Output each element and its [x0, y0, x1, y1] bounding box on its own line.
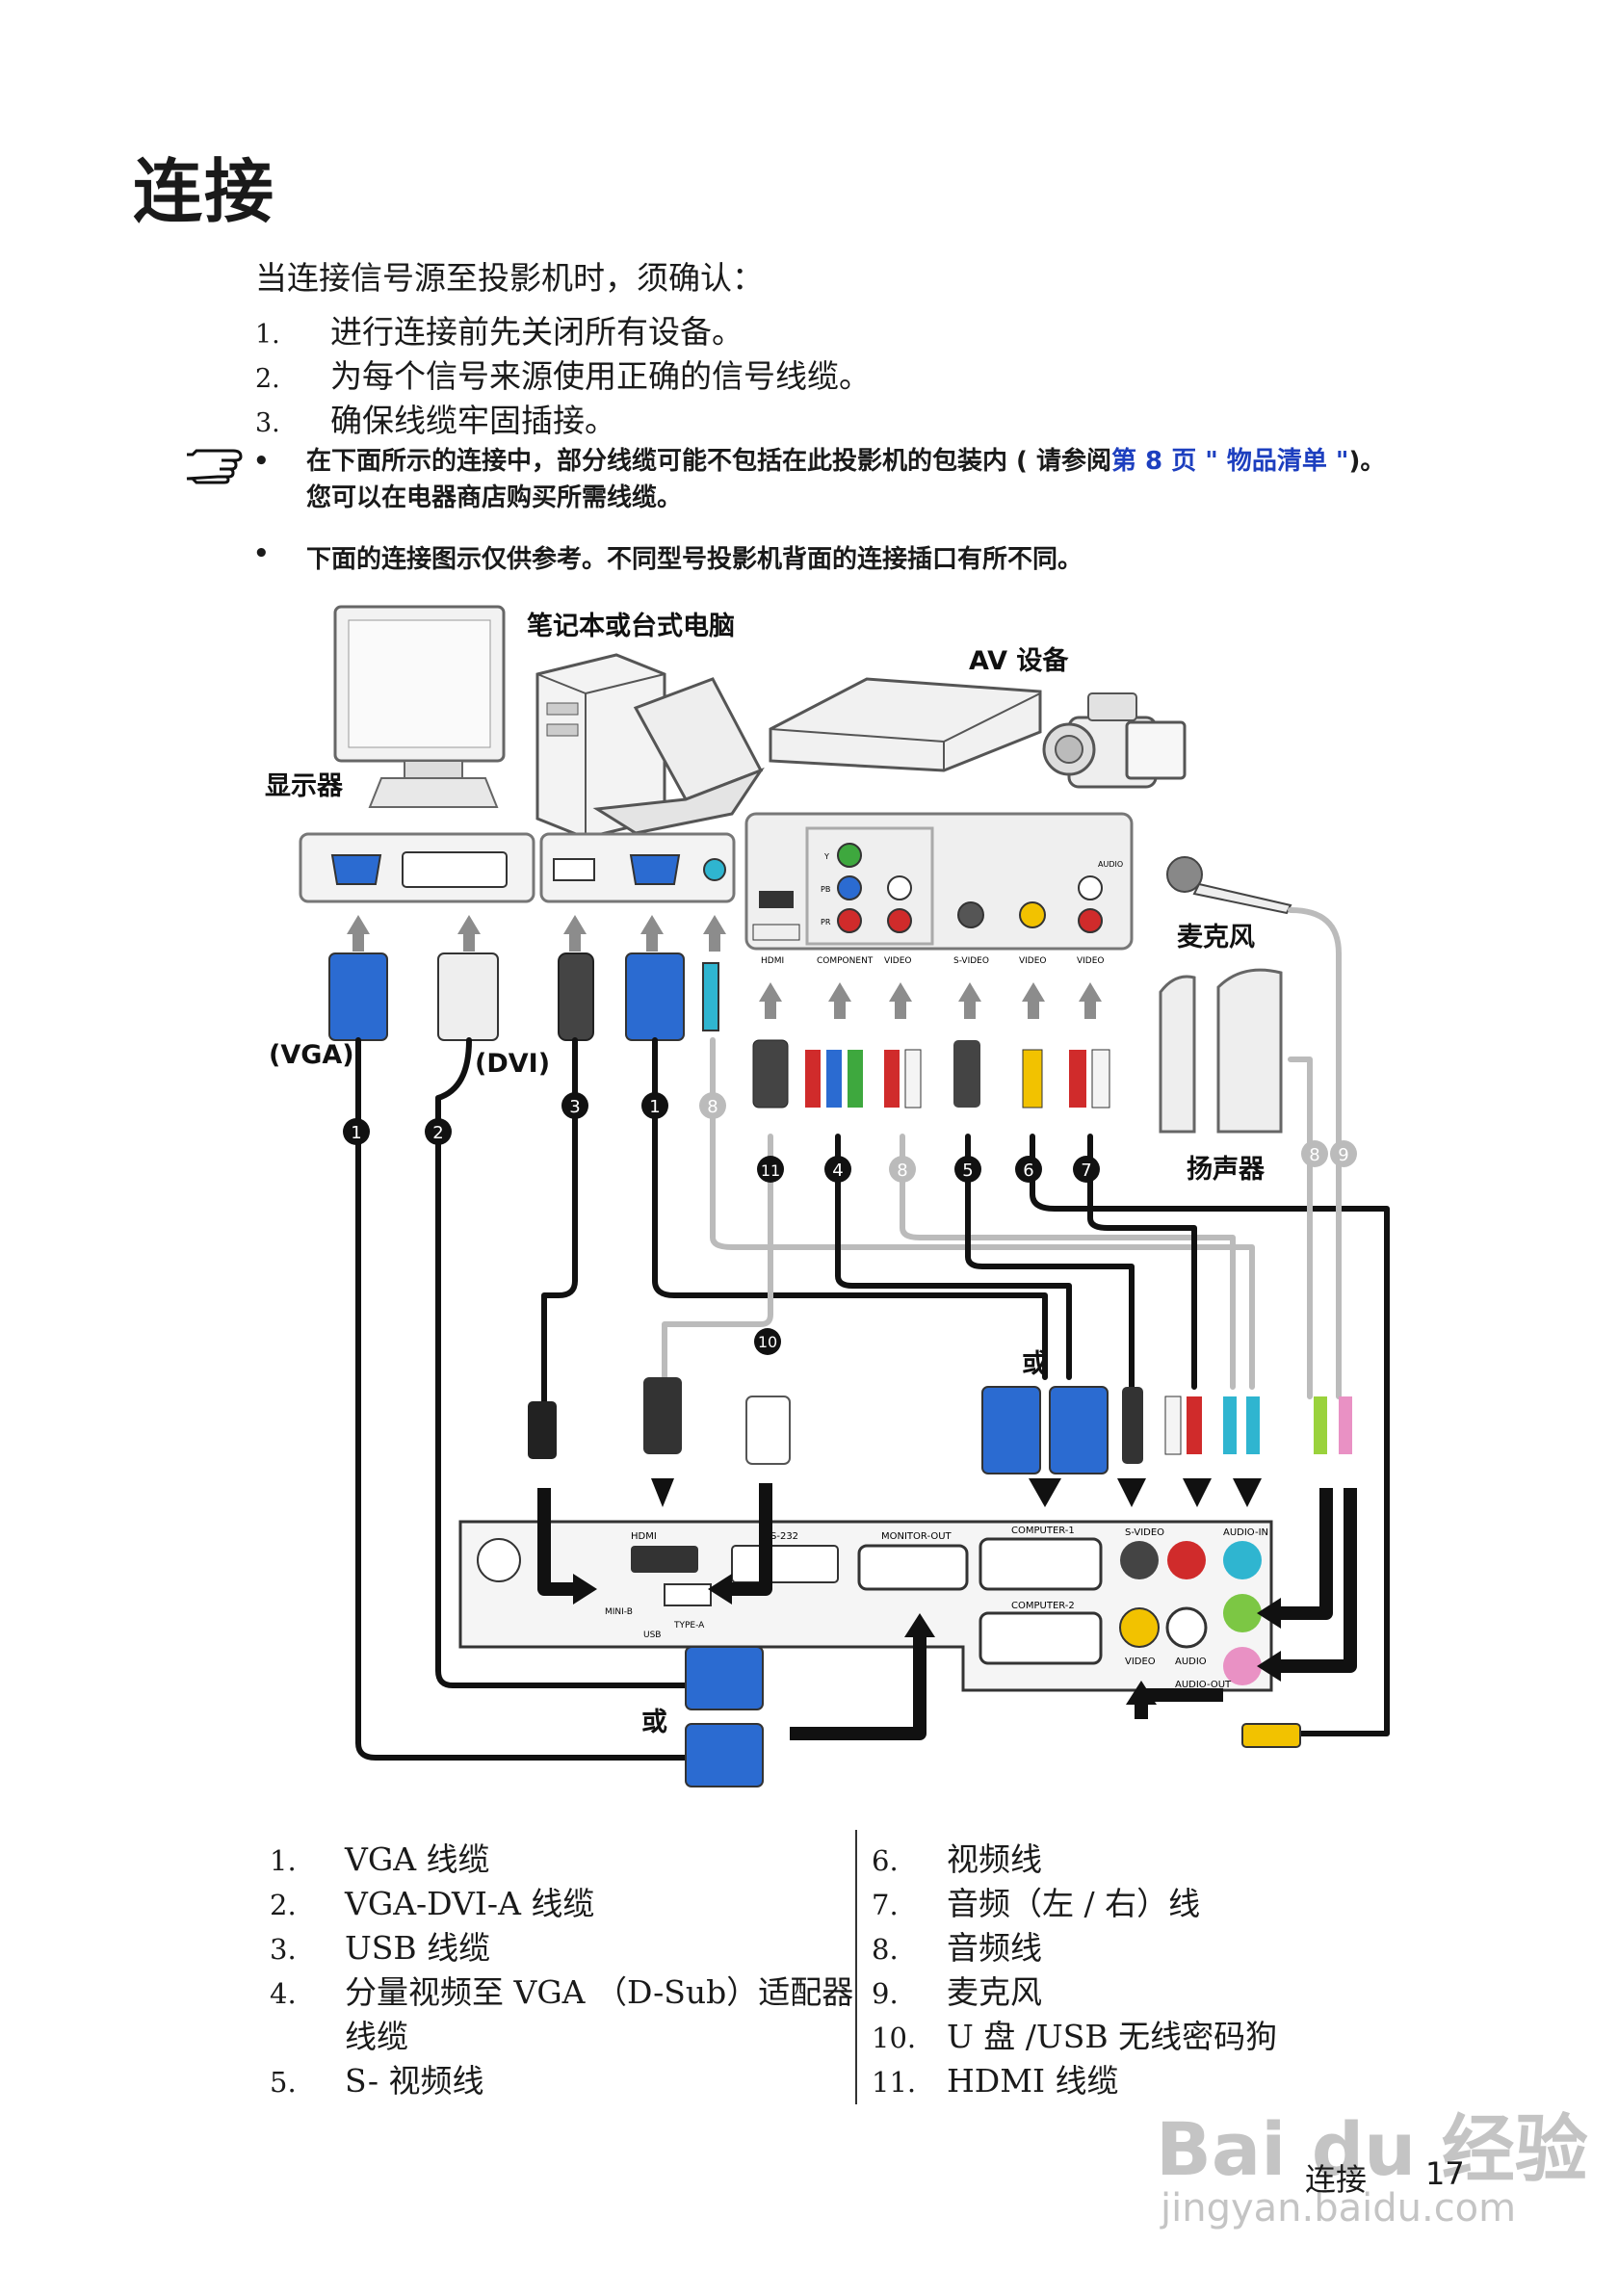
- svg-text:S-VIDEO: S-VIDEO: [1125, 1527, 1164, 1538]
- svg-text:COMPUTER-1: COMPUTER-1: [1011, 1526, 1075, 1536]
- svg-text:2: 2: [432, 1123, 443, 1143]
- cable-connectors: [328, 952, 1110, 1109]
- av-port-panel: HDMI COMPONENT VIDEO S-VIDEO VIDEO VIDEO…: [744, 812, 1134, 966]
- svg-text:AUDIO-OUT: AUDIO-OUT: [1175, 1680, 1232, 1690]
- projector-back-panel: HDMI S-232 MONITOR-OUT COMPUTER-1 COMPUT…: [458, 1520, 1273, 1692]
- legend-item: 4.分量视频至 VGA （D-Sub）适配器: [270, 1973, 854, 2011]
- legend-item: 10.U 盘 /USB 无线密码狗: [872, 2018, 1278, 2055]
- desktop-computer-icon: [535, 653, 666, 840]
- vga-label: (VGA): [269, 1040, 354, 1070]
- svg-text:HDMI: HDMI: [761, 956, 784, 966]
- svg-text:1: 1: [351, 1123, 361, 1143]
- note-text: 在下面所示的连接中，部分线缆可能不包括在此投影机的包装内 ( 请参阅第 8 页 …: [306, 447, 1386, 512]
- svg-text:COMPONENT: COMPONENT: [817, 956, 874, 966]
- legend-item: 8.音频线: [872, 1929, 1042, 1967]
- bottom-vga-connectors: [685, 1646, 1301, 1787]
- watermark-logo: Bai du 经验: [1156, 2106, 1588, 2192]
- svg-text:VIDEO: VIDEO: [1019, 956, 1047, 966]
- insertion-arrows: [537, 1483, 1357, 1740]
- product-list-link[interactable]: 第 8 页 " 物品清单 ": [1111, 447, 1349, 476]
- svg-text:9: 9: [1338, 1145, 1348, 1165]
- legend-item: 3.USB 线缆: [270, 1929, 491, 1967]
- svg-text:MINI-B: MINI-B: [605, 1607, 633, 1617]
- svg-text:8: 8: [707, 1097, 718, 1117]
- svg-text:S-VIDEO: S-VIDEO: [953, 956, 989, 966]
- projector-side-connectors: [528, 1377, 1352, 1474]
- svg-text:PB: PB: [821, 885, 830, 894]
- legend-item: 9.麦克风: [872, 1973, 1042, 2011]
- svg-text:Y: Y: [823, 852, 829, 861]
- legend-item: 11.HDMI 线缆: [872, 2062, 1119, 2100]
- page-number: 17: [1425, 2155, 1465, 2192]
- monitor-label: 显示器: [265, 771, 343, 801]
- page-title: 连接: [133, 151, 276, 232]
- svg-text:VIDEO: VIDEO: [884, 956, 912, 966]
- svg-text:TYPE-A: TYPE-A: [673, 1621, 705, 1631]
- svg-text:11: 11: [761, 1161, 780, 1180]
- svg-text:4: 4: [832, 1161, 843, 1181]
- speaker-icon: [1159, 968, 1283, 1134]
- camcorder-icon: [1042, 692, 1187, 789]
- requirement-item: 2.为每个信号来源使用正确的信号线缆。: [255, 357, 871, 395]
- legend-item: 2.VGA-DVI-A 线缆: [270, 1885, 595, 1922]
- legend-item: 7.音频（左 / 右）线: [872, 1885, 1201, 1922]
- av-device-label: AV 设备: [969, 646, 1069, 676]
- svg-text:8: 8: [1309, 1145, 1319, 1165]
- speaker-label: 扬声器: [1187, 1155, 1265, 1185]
- pc-port-panel: [299, 832, 736, 903]
- monitor-icon: [333, 605, 506, 808]
- or-label: 或: [1022, 1349, 1048, 1379]
- svg-text:3: 3: [569, 1097, 580, 1117]
- dvi-label: (DVI): [475, 1049, 551, 1079]
- svg-text:PR: PR: [821, 918, 831, 926]
- or-label: 或: [641, 1708, 667, 1737]
- svg-text:AUDIO: AUDIO: [1175, 1657, 1207, 1667]
- connection-arrows: [347, 915, 1102, 1019]
- note-bullet: •: [253, 447, 270, 476]
- svg-text:HDMI: HDMI: [631, 1531, 657, 1542]
- svg-text:8: 8: [897, 1161, 907, 1181]
- legend-item: 5.S- 视频线: [270, 2062, 484, 2100]
- svg-text:USB: USB: [643, 1631, 661, 1640]
- svg-text:1: 1: [649, 1097, 660, 1117]
- requirement-item: 3.确保线缆牢固插接。: [255, 402, 616, 439]
- callout-markers: 1 2 3 1 8 11 4 8 5 6 7 8 9 10: [343, 1092, 1357, 1355]
- legend-item: 1.VGA 线缆: [270, 1840, 490, 1878]
- microphone-label: 麦克风: [1177, 923, 1255, 952]
- cables: [355, 907, 1390, 1761]
- pointing-hand-icon: [183, 447, 252, 489]
- microphone-icon: [1166, 856, 1292, 915]
- legend-item: 6.视频线: [872, 1840, 1042, 1878]
- laptop-icon: [592, 677, 765, 835]
- note-bullet: •: [253, 539, 270, 568]
- svg-text:AUDIO-IN: AUDIO-IN: [1223, 1527, 1268, 1538]
- watermark-url: jingyan.baidu.com: [1161, 2186, 1517, 2231]
- arrow-heads: [573, 1478, 1281, 1705]
- svg-text:5: 5: [962, 1161, 973, 1181]
- pc-label: 笔记本或台式电脑: [527, 612, 735, 641]
- footer-section: 连接: [1305, 2161, 1368, 2198]
- av-player-icon: [769, 677, 1042, 772]
- svg-text:7: 7: [1081, 1161, 1091, 1181]
- svg-text:S-232: S-232: [770, 1531, 798, 1542]
- svg-text:VIDEO: VIDEO: [1077, 956, 1105, 966]
- svg-text:COMPUTER-2: COMPUTER-2: [1011, 1601, 1075, 1611]
- requirement-item: 1.进行连接前先关闭所有设备。: [255, 313, 744, 351]
- svg-text:VIDEO: VIDEO: [1125, 1657, 1156, 1667]
- intro-text: 当连接信号源至投影机时，须确认：: [255, 259, 764, 297]
- note-text-2: 下面的连接图示仅供参考。不同型号投影机背面的连接插口有所不同。: [306, 545, 1083, 574]
- svg-text:AUDIO: AUDIO: [1098, 860, 1123, 869]
- legend-item: 线缆: [345, 2018, 408, 2055]
- svg-text:MONITOR-OUT: MONITOR-OUT: [881, 1531, 953, 1542]
- legend-divider: [855, 1830, 857, 2104]
- svg-text:6: 6: [1023, 1161, 1033, 1181]
- svg-text:10: 10: [758, 1333, 777, 1351]
